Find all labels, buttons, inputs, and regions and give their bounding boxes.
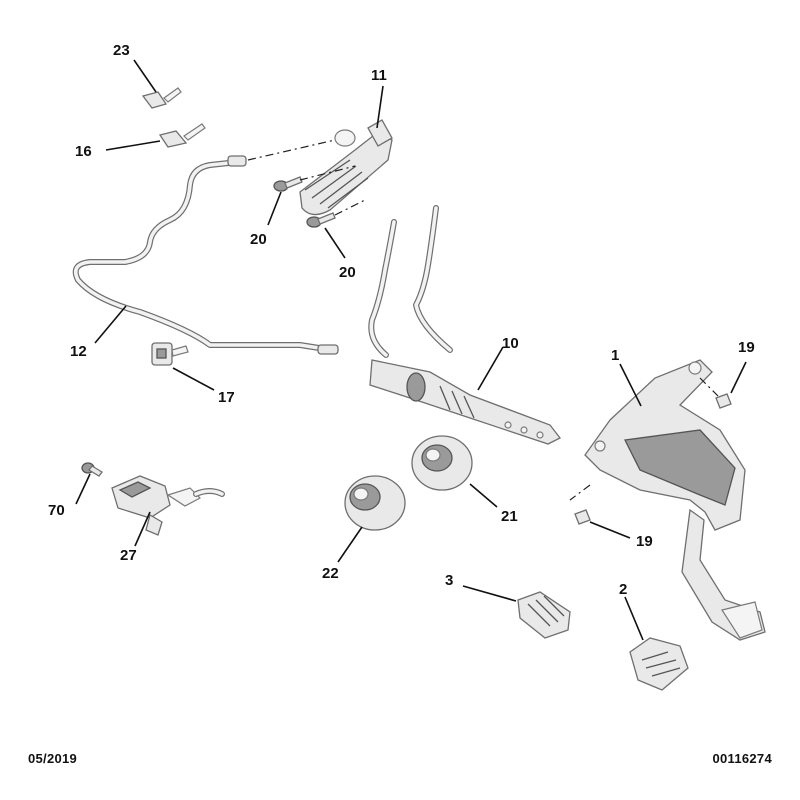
- assembly-line: [247, 139, 336, 161]
- leader-20-upper: [267, 191, 282, 226]
- callout-17: 17: [218, 389, 235, 406]
- part-2-pedal-pad: [629, 637, 689, 691]
- leader-3: [462, 585, 517, 602]
- part-12-clutch-pipe: [72, 155, 339, 355]
- callout-20-upper: 20: [250, 231, 267, 248]
- callout-27: 27: [120, 547, 137, 564]
- callout-12: 12: [70, 343, 87, 360]
- callout-21: 21: [501, 508, 518, 525]
- part-27-switch: [111, 475, 225, 536]
- part-10-master-cylinder: [368, 205, 561, 445]
- leader-23: [133, 59, 157, 93]
- part-20-bolt-lower: [306, 212, 336, 228]
- leader-19-upper: [730, 361, 747, 394]
- callout-10: 10: [502, 335, 519, 352]
- callout-1: 1: [611, 347, 619, 364]
- leader-20-lower: [324, 227, 346, 259]
- leader-16: [105, 140, 161, 151]
- callout-23: 23: [113, 42, 130, 59]
- callout-22: 22: [322, 565, 339, 582]
- part-19-nut-lower: [574, 509, 591, 525]
- part-23-clip: [141, 87, 182, 109]
- part-21-boot: [411, 435, 473, 491]
- callout-19-lower: 19: [636, 533, 653, 550]
- leader-22: [337, 526, 363, 563]
- leader-11: [376, 85, 384, 129]
- leader-10: [477, 346, 504, 391]
- callout-19-upper: 19: [738, 339, 755, 356]
- leader-17: [172, 367, 215, 391]
- part-22-boot: [344, 475, 406, 531]
- part-70-screw: [81, 462, 103, 477]
- leader-21: [469, 483, 498, 508]
- callout-20-lower: 20: [339, 264, 356, 281]
- part-11-slave-cylinder: [299, 119, 393, 216]
- part-3-pedal-pad: [517, 591, 571, 639]
- part-19-nut-upper: [715, 393, 732, 409]
- leader-27: [134, 511, 151, 547]
- part-20-bolt-upper: [273, 176, 303, 192]
- part-16-clip: [158, 123, 206, 148]
- footer-reference: 00116274: [712, 751, 772, 766]
- part-17-bracket: [151, 342, 189, 366]
- leader-2: [624, 596, 644, 641]
- assembly-line: [569, 377, 719, 501]
- part-1-pedal-assembly: [584, 359, 766, 641]
- callout-2: 2: [619, 581, 627, 598]
- callout-16: 16: [75, 143, 92, 160]
- leader-1: [619, 363, 642, 407]
- callout-11: 11: [371, 67, 387, 84]
- leader-12: [94, 305, 127, 344]
- footer-date: 05/2019: [28, 751, 78, 766]
- callout-3: 3: [445, 572, 453, 589]
- leader-70: [75, 473, 91, 505]
- assembly-line: [299, 165, 366, 216]
- leader-19-lower: [589, 521, 631, 539]
- callout-70: 70: [48, 502, 65, 519]
